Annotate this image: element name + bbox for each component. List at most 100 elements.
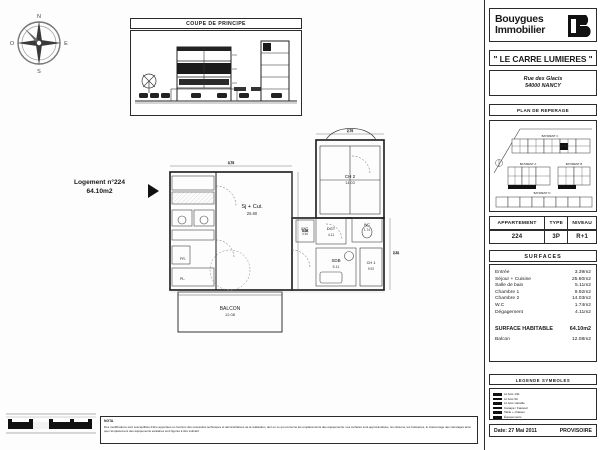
plan-label-balcon: BALCON xyxy=(220,306,241,312)
plan-label-sdb: SDB xyxy=(331,258,340,263)
project-name: " LE CARRE LUMIERES " xyxy=(489,50,597,66)
svg-text:O: O xyxy=(10,41,15,47)
graphic-scale-bar xyxy=(6,408,96,438)
section-drawing xyxy=(130,30,302,116)
notes-block: NOTA Des modifications sont susceptibles… xyxy=(100,416,478,444)
plan-label-wc: WC xyxy=(364,223,371,227)
surface-row: W.C 1.74m2 xyxy=(495,303,591,310)
surfaces-title: SURFACES xyxy=(489,250,597,262)
plan-dim: 5.08 xyxy=(302,229,308,233)
table-value-niveau: R+1 xyxy=(576,234,589,240)
legend-item: Lit bois variable xyxy=(493,401,593,406)
plan-label-dgt: DGT xyxy=(327,226,336,231)
address-line1: Rue des Glacis xyxy=(523,76,563,82)
legend-swatch-icon xyxy=(493,402,502,405)
section-title: COUPE DE PRINCIPE xyxy=(130,18,302,29)
address-line2: 54000 NANCY xyxy=(525,83,561,89)
locator-building-label: BATIMENT A xyxy=(520,162,537,166)
surface-row: Séjour + Cuisine 25.60m2 xyxy=(495,277,591,284)
surface-name: Chambre 1 xyxy=(495,289,520,295)
surface-area: 1.74m2 xyxy=(574,302,591,308)
triangle-pointer-icon xyxy=(148,184,159,198)
surface-area: 9.92m2 xyxy=(574,289,591,295)
legend-item: Équipements xyxy=(493,415,593,420)
surface-name: Salle de bain xyxy=(495,283,524,289)
svg-text:S: S xyxy=(37,69,41,75)
svg-text:N: N xyxy=(37,14,41,20)
surface-row: Salle de bain 5.11m2 xyxy=(495,283,591,290)
locator-plan-drawing: BATIMENT C BATIMENT A xyxy=(489,120,597,212)
table-header-appartement: APPARTEMENT xyxy=(490,217,546,229)
legend-label: Lit bois 90 xyxy=(504,396,518,401)
plan-label-chambre2-area: 14.03 xyxy=(345,181,355,185)
surface-name: Dégagement xyxy=(495,309,524,315)
surface-row: Chambre 1 9.92m2 xyxy=(495,290,591,297)
legend-swatch-icon xyxy=(493,411,502,414)
surface-habitable-label: SURFACE HABITABLE xyxy=(495,326,553,333)
balcony-value: 12.08m2 xyxy=(571,337,591,343)
surface-habitable-value: 64.10m2 xyxy=(569,326,591,333)
plan-label-sejour-area: 25.60 xyxy=(247,211,258,216)
unit-callout-number: Logement n°224 xyxy=(73,179,125,186)
legend-label: Canapé / Fauteuil xyxy=(504,405,528,410)
plan-dim: 2.31 xyxy=(393,251,399,255)
surface-name: Entrée xyxy=(495,270,510,275)
date-status-bar: Date: 27 Mai 2011 PROVISOIRE xyxy=(489,424,597,437)
plan-label-chambre1-area: 9.92 xyxy=(368,267,374,271)
surface-area: 5.11m2 xyxy=(575,283,591,289)
plan-dim: 3.78 xyxy=(228,161,234,165)
plan-label-entree: ENT. xyxy=(301,227,308,231)
surface-name: Séjour + Cuisine xyxy=(495,276,532,282)
plan-label-balcon-area: 12.08 xyxy=(225,312,236,317)
apartment-table-values: 224 3P R+1 xyxy=(489,230,597,244)
notes-title: NOTA xyxy=(104,419,114,423)
legend-label: Lit bois 140 xyxy=(504,392,520,396)
legend-swatch-icon xyxy=(493,397,502,401)
plan-label-wc-area: 1.74 xyxy=(364,228,370,232)
unit-callout-area: 64.10m2 xyxy=(86,188,113,195)
plan-label-chambre1: CH 1 xyxy=(367,261,376,265)
legend-label: Lit bois variable xyxy=(504,401,525,406)
legend-symbols: Lit bois 140 Lit bois 90 Lit bois variab… xyxy=(489,388,597,420)
company-name-line1: Bouygues xyxy=(495,13,544,25)
notes-body: Des modifications sont susceptibles d'êt… xyxy=(104,424,471,433)
plan-label-entree-area: 3.39 xyxy=(302,232,308,236)
drawing-date: Date: 27 Mai 2011 xyxy=(494,427,537,434)
legend-item: Table + chaises xyxy=(493,410,593,415)
legend-label: Table + chaises xyxy=(504,410,525,415)
surfaces-table: Entrée 3.39m2 Séjour + Cuisine 25.60m2 S… xyxy=(489,264,597,362)
apartment-table-header: APPARTEMENT TYPE NIVEAU xyxy=(489,216,597,230)
plan-label-sejour: Sj + Cui. xyxy=(241,204,263,210)
locator-building-label: BATIMENT D xyxy=(534,191,551,195)
section-drawing-block: COUPE DE PRINCIPE xyxy=(130,18,302,116)
drawing-status: PROVISOIRE xyxy=(559,427,592,434)
legend-item: Canapé / Fauteuil xyxy=(493,406,593,411)
compass-rose-icon: N E S O xyxy=(6,10,72,76)
plan-label-sdb-area: 5.11 xyxy=(333,265,340,269)
surface-row: Entrée 3.39m2 xyxy=(495,270,591,277)
legend-item: Lit bois 140 xyxy=(493,392,593,397)
surface-habitable-row: SURFACE HABITABLE 64.10m2 xyxy=(495,325,591,333)
plan-label-dgt-area: 4.11 xyxy=(328,233,334,237)
legend-swatch-icon xyxy=(493,416,502,419)
unit-callout: Logement n°224 64.10m2 xyxy=(52,178,147,196)
plan-label-chambre2: CH 2 xyxy=(345,174,356,179)
table-header-type: TYPE xyxy=(545,217,569,229)
legend-swatch-icon xyxy=(493,393,502,396)
table-value-appartement: 224 xyxy=(490,231,546,243)
company-name-line2: Immobilier xyxy=(495,24,546,36)
plan-label-frigo: FR. xyxy=(180,257,186,261)
locator-building-label: BATIMENT B xyxy=(566,162,583,166)
title-block-panel: Bouygues Immobilier " LE CARRE LUMIERES … xyxy=(484,0,600,450)
plan-dim: 2.76 xyxy=(347,129,353,133)
legend-title: LEGENDE SYMBOLES xyxy=(489,374,597,385)
surface-area: 4.11m2 xyxy=(575,309,591,315)
surface-area: 14.03m2 xyxy=(571,296,591,302)
surface-row: Dégagement 4.11m2 xyxy=(495,310,591,317)
surface-name: W.C xyxy=(495,302,505,308)
project-address: Rue des Glacis 54000 NANCY xyxy=(489,70,597,96)
legend-label: Équipements xyxy=(504,414,522,419)
company-logo: Bouygues Immobilier xyxy=(489,8,597,42)
locator-plan-title: PLAN DE REPERAGE xyxy=(489,104,597,116)
